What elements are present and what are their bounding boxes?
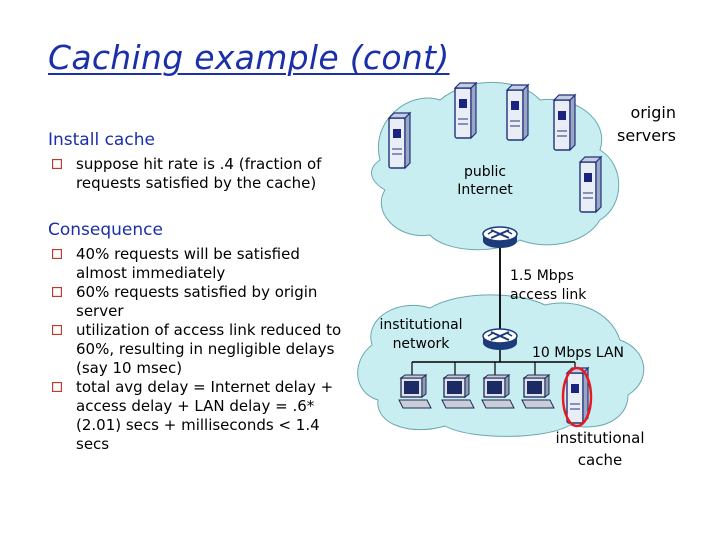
access-link-label: 1.5 Mbps: [510, 268, 574, 284]
server-icon: [579, 156, 602, 213]
institutional-network-label: network: [393, 336, 451, 352]
install-bullet-item: suppose hit rate is .4 (fraction of requ…: [50, 155, 350, 193]
consequence-bullet-item: utilization of access link reduced to 60…: [50, 321, 350, 378]
institutional-cache-label: cache: [578, 451, 622, 469]
consequence-bullet-item: 40% requests will be satisfied almost im…: [50, 245, 350, 283]
bullet-text: total avg delay = Internet delay + acces…: [76, 378, 334, 453]
checkbox-bullet-icon: [52, 325, 62, 335]
server-icon: [454, 82, 477, 139]
server-icon: [506, 84, 529, 141]
install-bullet-list: suppose hit rate is .4 (fraction of requ…: [50, 155, 350, 193]
page-title: Caching example (cont): [48, 38, 450, 77]
workstation-icon: [441, 374, 475, 409]
install-cache-heading: Install cache: [48, 130, 155, 150]
origin-servers-label: origin: [630, 103, 676, 122]
bullet-text: suppose hit rate is .4 (fraction of requ…: [76, 155, 322, 192]
workstation-icon: [521, 374, 555, 409]
access-link-label: access link: [510, 287, 587, 303]
origin-servers-label: servers: [617, 126, 676, 145]
router-icon: [482, 226, 518, 249]
router-icon: [482, 328, 518, 351]
checkbox-bullet-icon: [52, 287, 62, 297]
checkbox-bullet-icon: [52, 249, 62, 259]
workstation-icon: [481, 374, 515, 409]
institutional-network-label: institutional: [379, 317, 462, 333]
bullet-text: 40% requests will be satisfied almost im…: [76, 245, 300, 282]
lan-label: 10 Mbps LAN: [532, 345, 624, 361]
checkbox-bullet-icon: [52, 382, 62, 392]
consequence-bullet-list: 40% requests will be satisfied almost im…: [50, 245, 350, 454]
public-internet-label: Internet: [457, 182, 513, 198]
bullet-text: utilization of access link reduced to 60…: [76, 321, 342, 377]
cache-server-icon: [566, 367, 589, 424]
consequence-heading: Consequence: [48, 220, 163, 240]
checkbox-bullet-icon: [52, 159, 62, 169]
workstation-icon: [398, 374, 432, 409]
consequence-bullet-item: total avg delay = Internet delay + acces…: [50, 378, 350, 454]
consequence-bullet-item: 60% requests satisfied by origin server: [50, 283, 350, 321]
institutional-cache-label: institutional: [555, 429, 644, 447]
bullet-text: 60% requests satisfied by origin server: [76, 283, 318, 320]
cache-highlight-ring: [561, 366, 593, 428]
server-icon: [553, 94, 576, 151]
public-internet-label: public: [464, 164, 506, 180]
server-icon: [388, 112, 411, 169]
